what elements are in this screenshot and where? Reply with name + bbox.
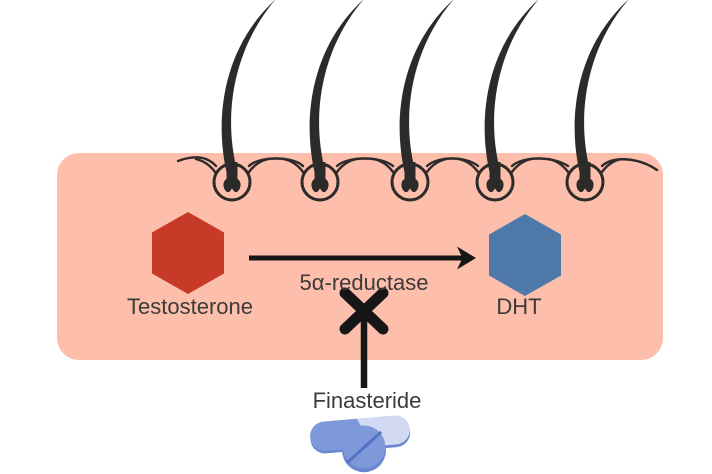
testosterone-label: Testosterone	[127, 294, 253, 319]
inhibition-x-icon	[339, 287, 389, 335]
enzyme-label: 5α-reductase	[300, 270, 429, 295]
finasteride-label: Finasteride	[313, 388, 422, 413]
hair-icon	[221, 0, 276, 172]
skin-surface-line	[176, 156, 659, 172]
reaction-arrow-icon	[249, 246, 476, 270]
hair-icon	[574, 0, 629, 172]
hair-icon	[309, 0, 364, 172]
hair-icon	[484, 0, 539, 172]
tablet-icon	[342, 425, 386, 473]
finasteride-pill-icon	[310, 415, 411, 473]
dht-label: DHT	[496, 294, 541, 319]
hair-icon	[399, 0, 454, 172]
